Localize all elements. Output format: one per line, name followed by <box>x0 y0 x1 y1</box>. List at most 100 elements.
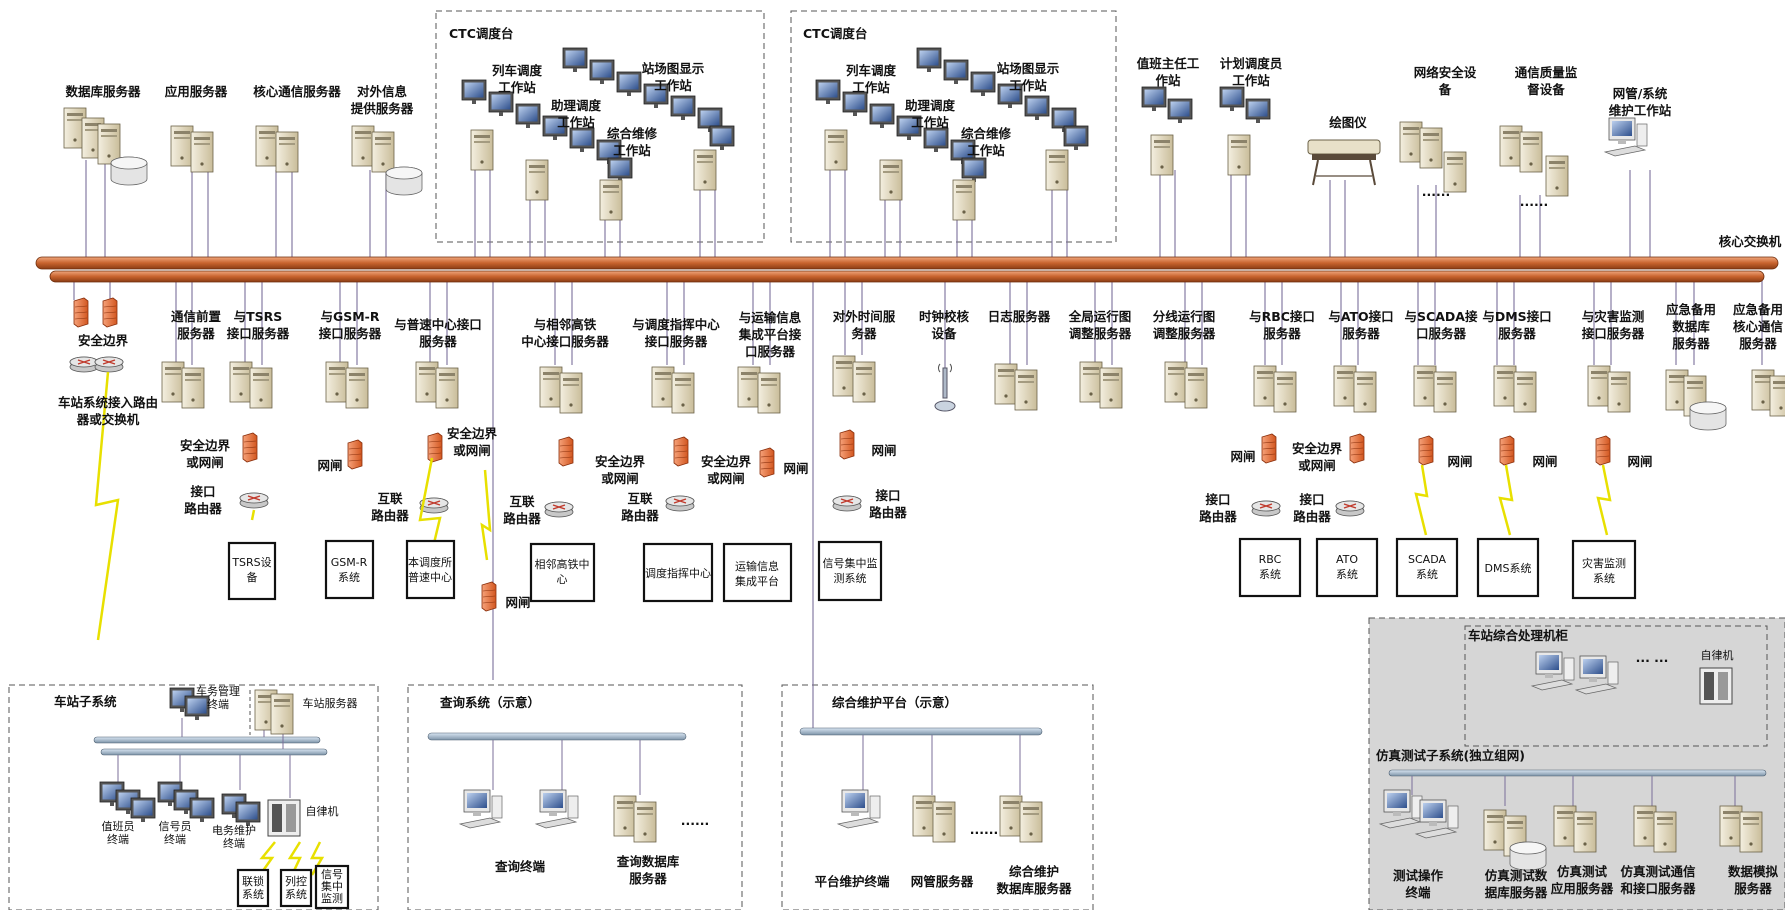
gateway-label: 安全边界或网闸 <box>447 426 498 458</box>
disaster-box-label: 灾害监测系统 <box>1582 556 1626 585</box>
duty-terminal-label: 值班员终端 <box>102 820 135 846</box>
clock-label: 时钟校核设备 <box>919 309 970 341</box>
interlock-label: 联锁系统 <box>242 874 264 901</box>
signal-terminal-label: 信号员终端 <box>159 820 192 846</box>
ctc1-assist-label: 助理调度工作站 <box>551 98 602 130</box>
router-label: 互联路由器 <box>371 491 409 523</box>
cabinet-auto-label: 自律机 <box>1701 648 1734 662</box>
maint-dots: ...... <box>970 822 999 837</box>
db-disk-icon <box>110 156 148 186</box>
router-label: 互联路由器 <box>621 491 659 523</box>
gateway-label: 网闸 <box>871 443 896 458</box>
station-server-label: 车站服务器 <box>303 696 358 710</box>
router-label: 接口路由器 <box>1293 492 1331 524</box>
station-autonomous-machine-icon <box>267 799 301 837</box>
control-label: 列控系统 <box>285 874 307 901</box>
emerg-db-label: 应急备用数据库服务器 <box>1666 302 1716 351</box>
station-lan-upper <box>93 736 321 744</box>
ctc2-maint-label: 综合维修工作站 <box>961 126 1012 158</box>
dms-if-label: 与DMS接口服务器 <box>1482 309 1551 341</box>
emerg-db-disk-icon <box>1689 401 1727 431</box>
firewall-icon <box>102 297 118 328</box>
query-dots: ...... <box>681 813 710 828</box>
firewall-icon <box>1595 435 1611 466</box>
firewall-icon <box>427 432 443 463</box>
normal-box-label: 本调度所普速中心 <box>408 555 452 584</box>
gateway-label: 网闸 <box>1532 454 1557 469</box>
cmd-if-server-icon <box>652 367 694 413</box>
router-icon <box>832 495 862 512</box>
clock-antenna-icon <box>934 363 956 412</box>
ato-if-label: 与ATO接口服务器 <box>1328 309 1393 341</box>
maint-db-server-icon <box>1000 796 1042 842</box>
ato-if-server-icon <box>1334 366 1376 412</box>
ext-server-label: 对外信息提供服务器 <box>351 84 414 116</box>
lightning-bolt <box>1498 464 1514 536</box>
duty-workstation-icon <box>1141 86 1193 176</box>
app-server-icon <box>171 126 213 172</box>
ext-disk-icon <box>385 166 423 196</box>
emerg-core-label: 应急备用核心通信服务器 <box>1733 302 1784 351</box>
sim-db-label: 仿真测试数据库服务器 <box>1485 868 1548 900</box>
disaster-box <box>1571 539 1637 600</box>
query-lan <box>427 732 687 741</box>
netsec-device-icon <box>1400 122 1467 193</box>
rbc-box <box>1238 537 1302 598</box>
disaster-if-label: 与灾害监测接口服务器 <box>1582 309 1645 341</box>
disaster-if-server-icon <box>1588 366 1630 412</box>
rbc-if-label: 与RBC接口服务器 <box>1249 309 1315 341</box>
query-frame <box>407 684 743 910</box>
ato-box <box>1315 537 1379 598</box>
ctc1-title: CTC调度台 <box>449 26 513 41</box>
lightning-bolt <box>418 457 442 561</box>
dots-netsec: ...... <box>1422 184 1451 199</box>
sig-box-label: 信号集中监测系统 <box>823 556 878 585</box>
tsrs-box <box>227 541 277 601</box>
firewall-icon <box>73 297 89 328</box>
comm-front-label: 通信前置服务器 <box>171 309 222 341</box>
lightning-bolt <box>258 841 276 876</box>
firewall-icon <box>1418 435 1434 466</box>
router-icon <box>665 495 695 512</box>
signal-terminal-icon <box>157 781 215 823</box>
quality-label: 通信质量监督设备 <box>1515 65 1578 97</box>
sim-model-server-icon <box>1720 806 1762 852</box>
duty-terminal-icon <box>99 781 156 823</box>
maint-frame <box>781 684 1094 910</box>
cabinet-frame <box>1464 625 1768 747</box>
station-mgmt-label: 车务管理终端 <box>196 684 240 711</box>
sim-app-server-icon <box>1554 806 1596 852</box>
adj-if-label: 与相邻高铁中心接口服务器 <box>521 317 609 349</box>
query-terminal-label: 查询终端 <box>494 859 546 874</box>
router-icon <box>94 356 124 373</box>
dms-if-server-icon <box>1494 366 1536 412</box>
ctc1-yard-label: 站场图显示工作站 <box>642 61 705 93</box>
global-server-icon <box>1080 362 1122 408</box>
trans-box <box>722 542 793 603</box>
lightning-bolt <box>287 841 302 876</box>
tsrs-box-label: TSRS设备 <box>231 556 271 584</box>
maint-netmgmt-label: 网管服务器 <box>911 874 974 889</box>
trans-if-label: 与运输信息集成平台接口服务器 <box>738 310 802 359</box>
sig-box <box>817 540 883 602</box>
sim-comm-server-icon <box>1634 806 1676 852</box>
station-lan-lower <box>100 748 328 756</box>
db-server-label: 数据库服务器 <box>64 84 141 99</box>
core-switch-label: 核心交换机 <box>1719 234 1782 249</box>
log-server-icon <box>995 364 1037 410</box>
firewall-icon <box>558 436 574 467</box>
lightning-bolt <box>250 509 256 521</box>
emerg-core-server-icon <box>1751 369 1785 417</box>
adj-box <box>529 542 596 603</box>
gateway-label: 网闸 <box>1230 449 1255 464</box>
sim-db-disk-icon <box>1509 841 1547 871</box>
gateway-label: 安全边界或网闸 <box>180 438 231 470</box>
ctc1-maint-label: 综合维修工作站 <box>607 126 658 158</box>
time-server-icon <box>833 356 875 402</box>
firewall-icon <box>759 447 775 478</box>
core-switch-bus-lower <box>49 270 1765 283</box>
